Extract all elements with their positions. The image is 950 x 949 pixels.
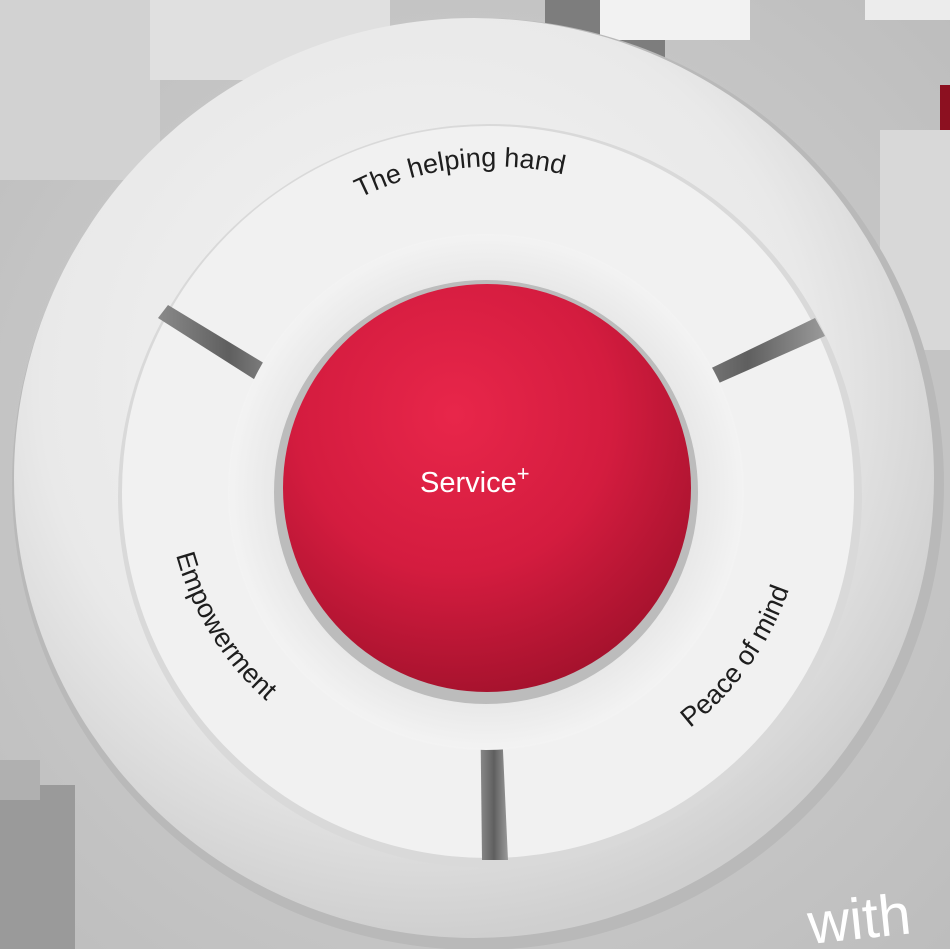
background-tile [600,0,750,40]
background-tile [865,0,950,20]
center-sphere [283,284,691,692]
background-tile [0,0,160,180]
background-tile [0,760,40,800]
background-word: with [804,882,914,949]
background-tile [0,785,75,949]
background-accent-bar [940,85,950,145]
center-label: Service+ [420,461,530,499]
